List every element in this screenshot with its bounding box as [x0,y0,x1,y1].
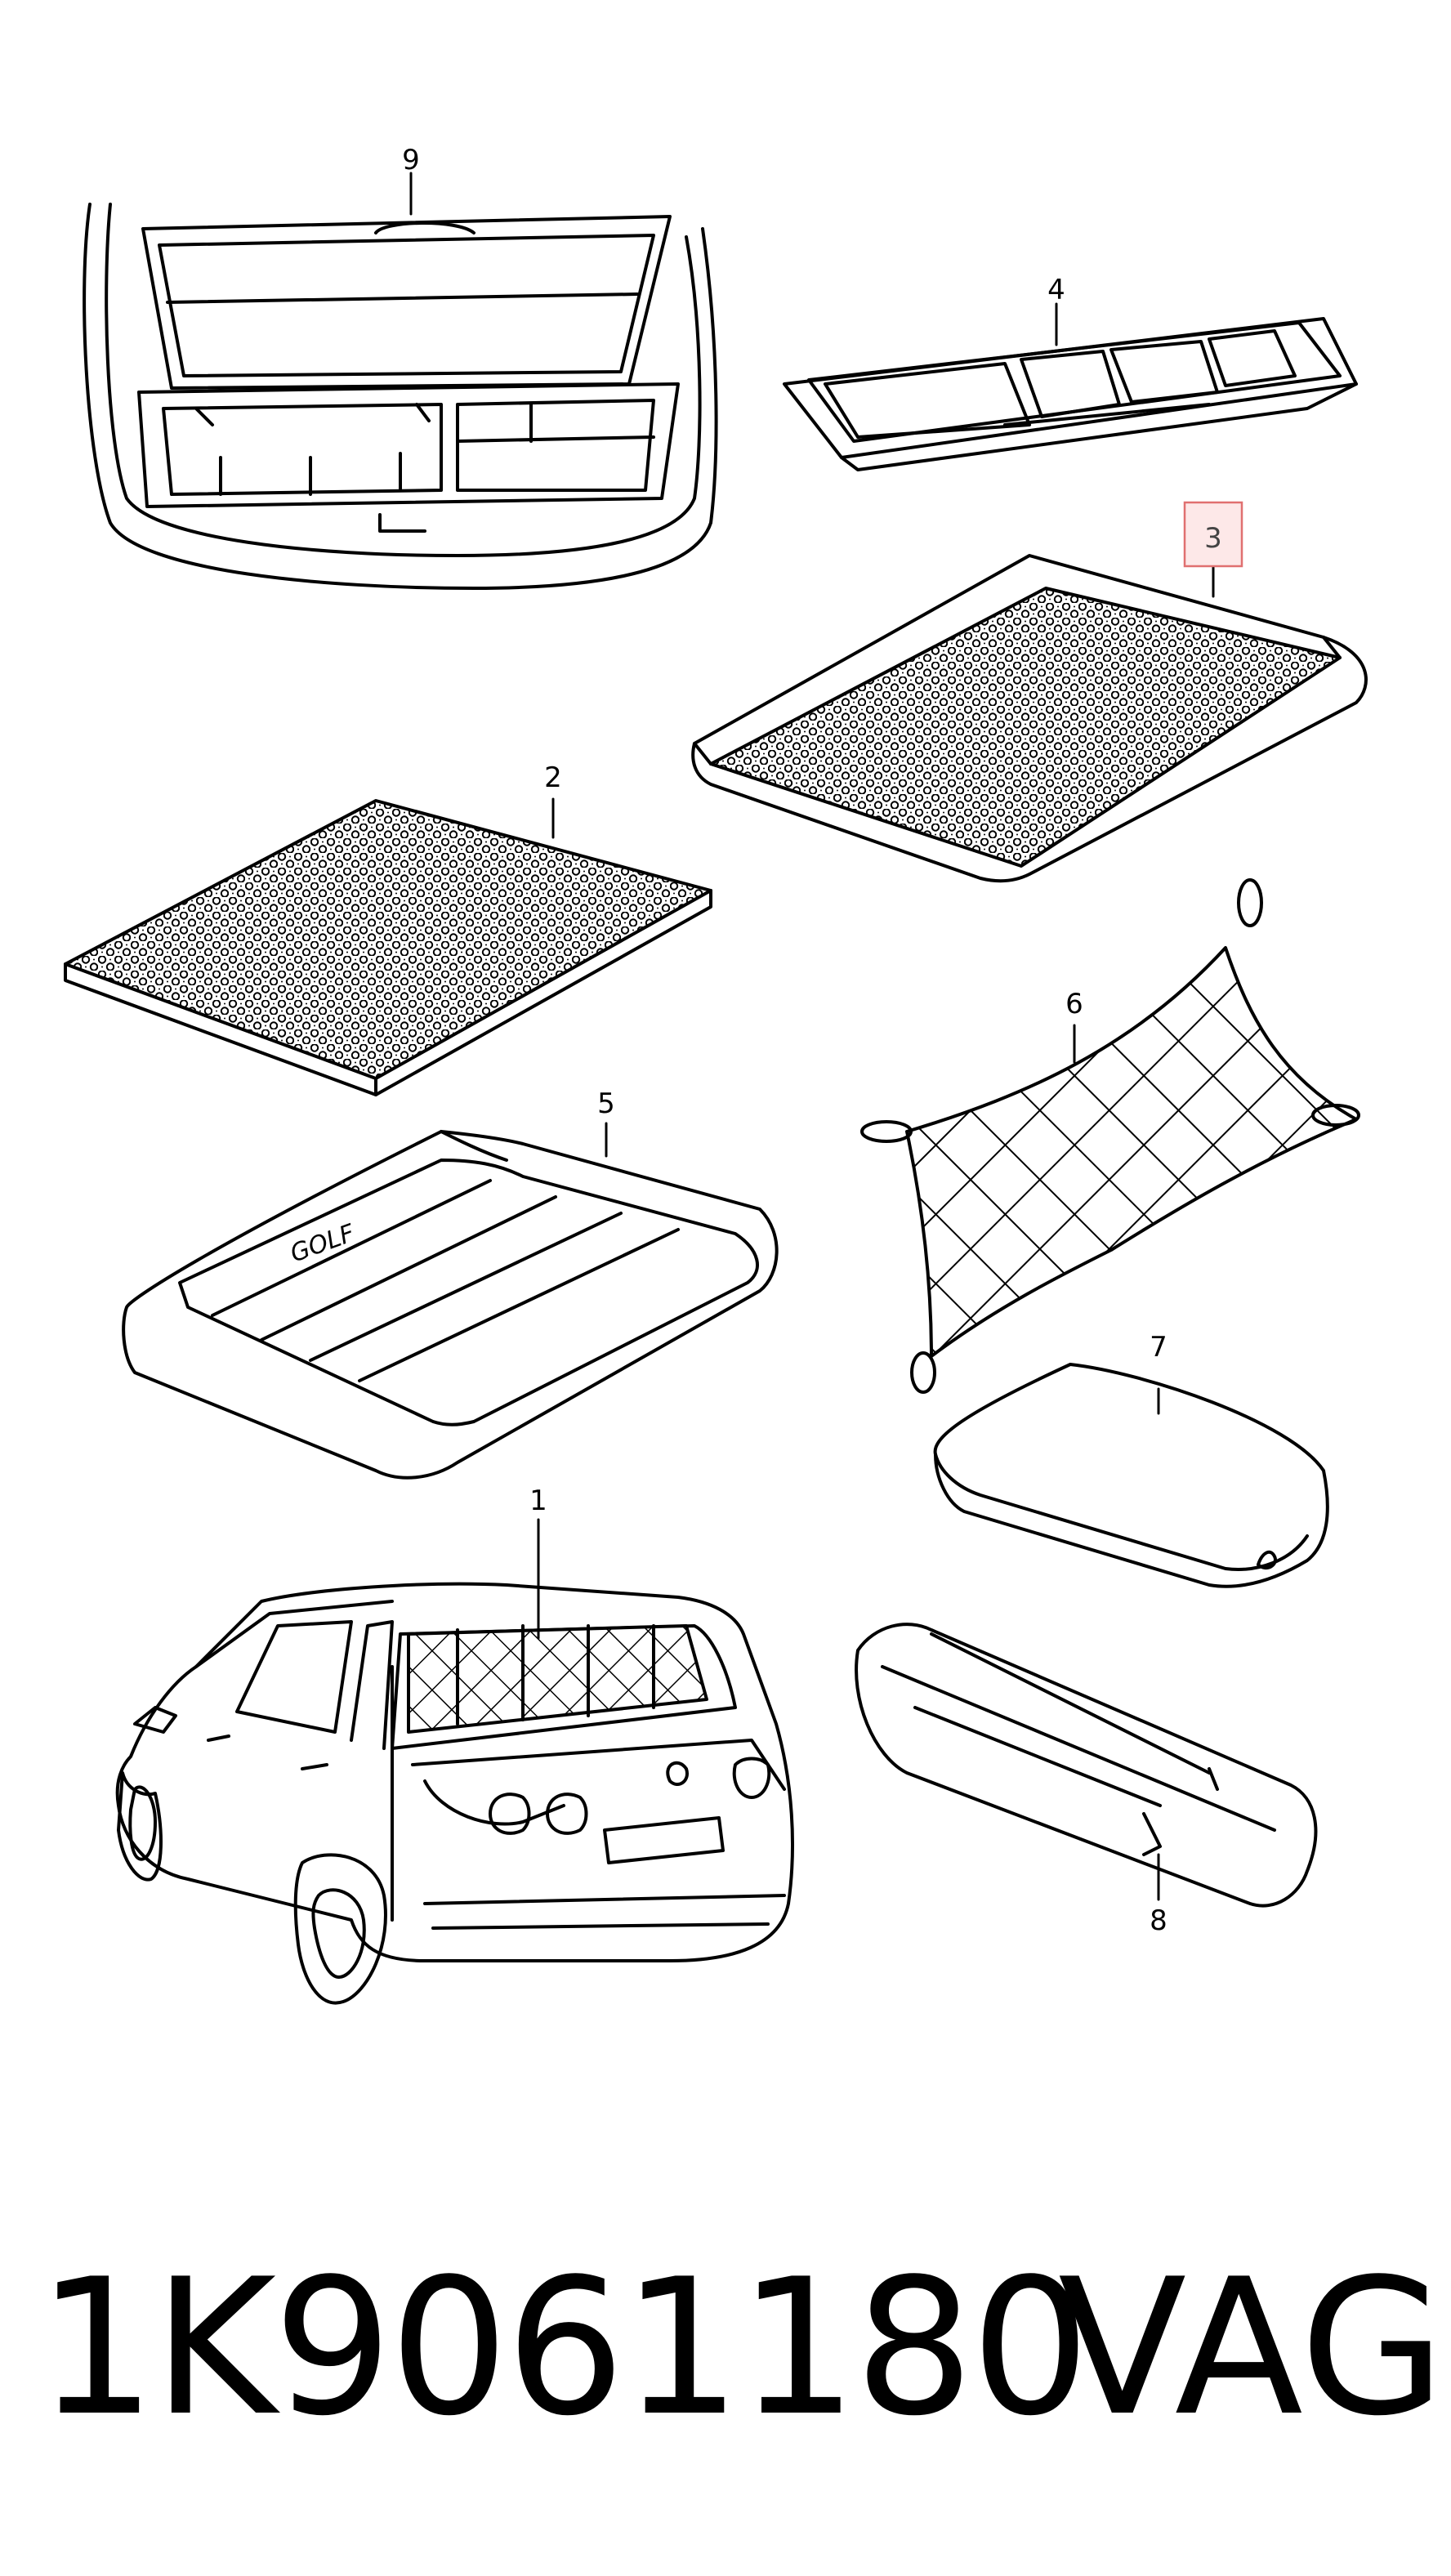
part-number: 1K9061180 [37,2239,1090,2458]
part-2-rubber-mat [64,799,712,1096]
callout-3: 3 [1204,522,1222,555]
callout-9: 9 [402,144,420,176]
part-7-cover-panel [933,1363,1329,1588]
brand-label: VAG [1058,2239,1446,2458]
part-1-car-with-net [115,1582,794,2005]
part-8-roller-cover [855,1623,1318,1908]
callout-7: 7 [1150,1331,1167,1364]
highlight-box [1183,501,1243,568]
callout-6: 6 [1065,988,1083,1020]
callout-2: 2 [544,761,562,794]
callout-1: 1 [529,1484,547,1517]
part-4-storage-tray [783,317,1358,471]
callout-5: 5 [597,1087,615,1120]
part-3-trunk-tray [691,554,1368,883]
leader-lines [409,172,1215,1901]
part-9-boot-storage [83,203,718,590]
part-5-boot-mat [122,1130,779,1480]
callout-4: 4 [1047,274,1065,306]
part-6-cargo-net [860,878,1360,1394]
callout-8: 8 [1150,1904,1167,1937]
parts-diagram: 9 4 3 2 6 5 7 1 8 GOLF [64,144,1368,2005]
